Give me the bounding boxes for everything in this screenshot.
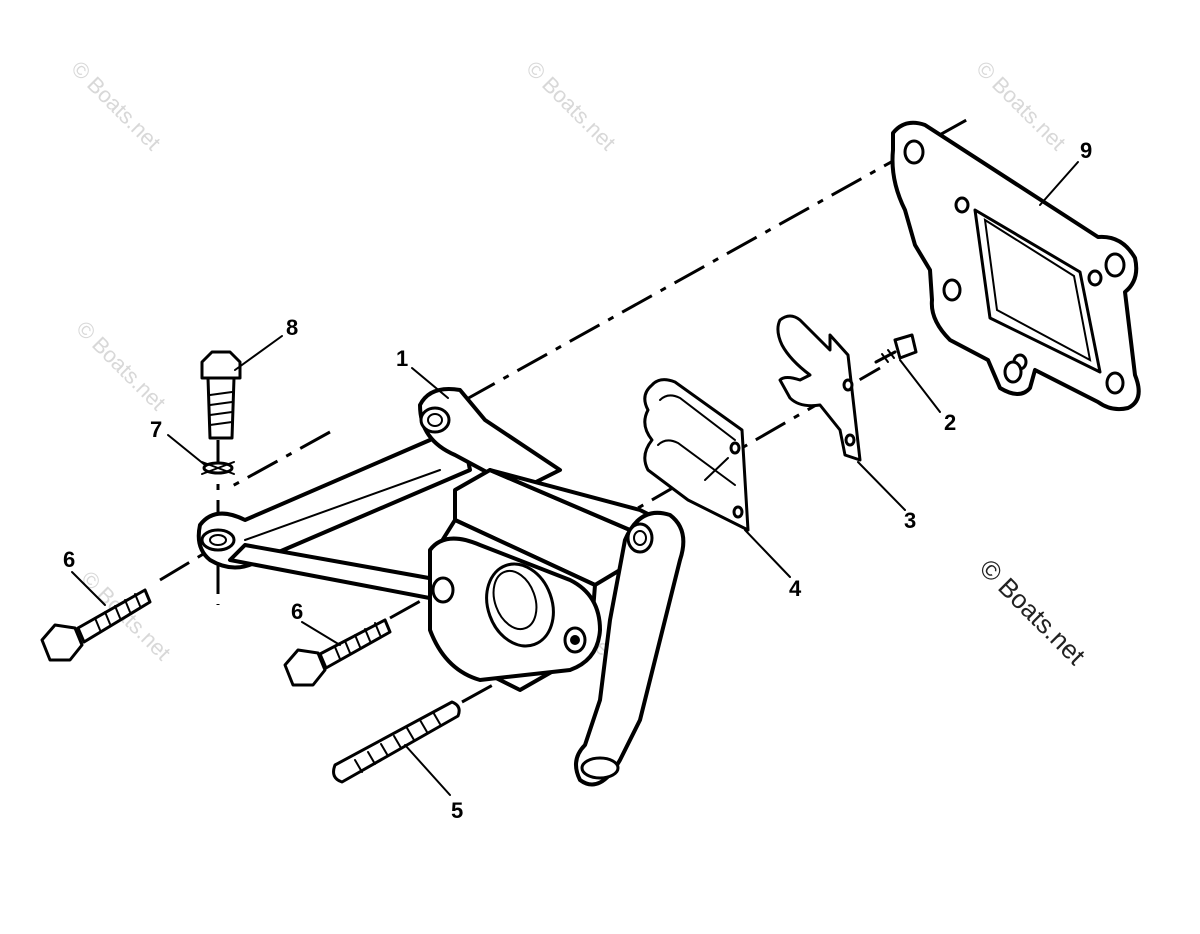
boats-net-watermark: © Boats.net: [974, 553, 1092, 671]
screw-part-2: [874, 333, 918, 364]
watermark: © Boats.net: [66, 56, 165, 155]
watermark: © Boats.net: [971, 56, 1070, 155]
alignment-line-left-ear: [224, 430, 331, 492]
callout-6-middle: 6: [291, 599, 303, 624]
leader-lines: [71, 161, 1079, 796]
bolt-part-8: [200, 350, 242, 440]
callout-4: 4: [789, 576, 802, 601]
callout-9: 9: [1080, 138, 1092, 163]
callout-1: 1: [396, 346, 408, 371]
alignment-line-bolt-6a: [159, 548, 211, 582]
clip-plate-part-3: [776, 314, 862, 462]
callout-7: 7: [150, 417, 162, 442]
callout-8: 8: [286, 315, 298, 340]
callout-2: 2: [944, 410, 956, 435]
callouts: 1 2 3 4 5 6 6 7 8 9: [63, 138, 1092, 823]
watermark: © Boats.net: [521, 56, 620, 155]
bracket-housing-part-1: [196, 387, 686, 787]
reed-plate-part-4: [643, 378, 750, 532]
flange-bolt-part-6-middle: [283, 618, 392, 687]
watermark: © Boats.net: [71, 316, 170, 415]
callout-3: 3: [904, 508, 916, 533]
stud-part-5: [332, 700, 461, 784]
callout-6-left: 6: [63, 547, 75, 572]
callout-5: 5: [451, 798, 463, 823]
alignment-line-gasket: [464, 116, 971, 402]
lock-washer-part-7: [201, 461, 235, 475]
flange-bolt-part-6-left: [40, 588, 152, 662]
gasket-part-9: [890, 120, 1141, 412]
